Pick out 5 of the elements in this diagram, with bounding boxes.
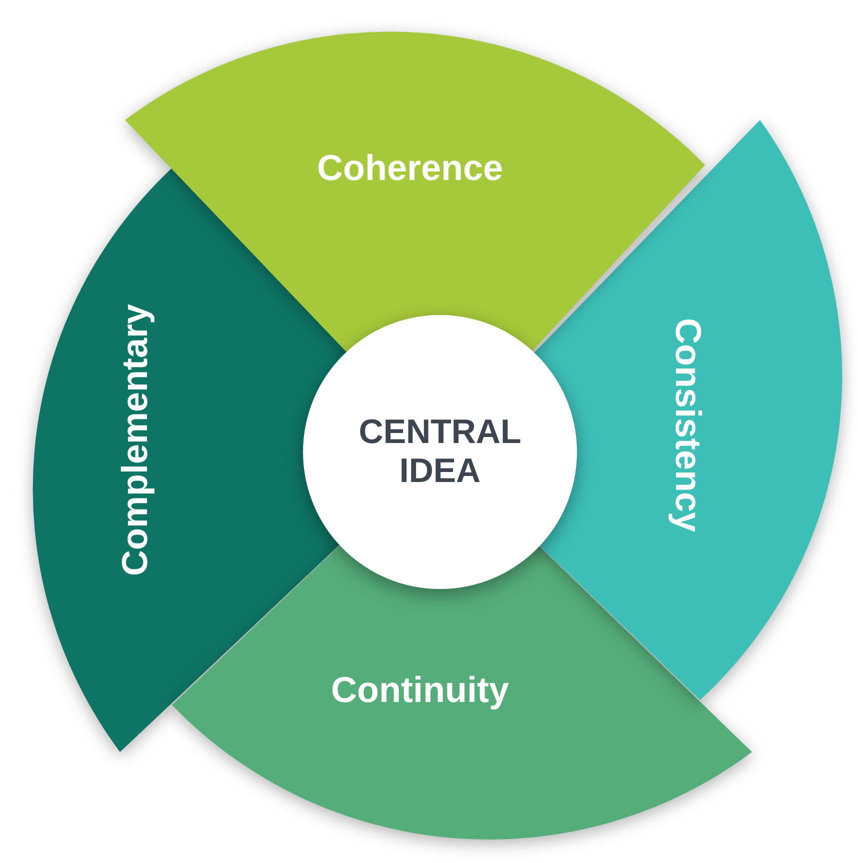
center-label: CENTRAL IDEA: [358, 412, 522, 492]
segment-label: Consistency: [670, 318, 706, 532]
segment-label: Complementary: [117, 304, 153, 576]
segment-label: Continuity: [331, 672, 509, 708]
segment-label: Coherence: [316, 150, 504, 186]
